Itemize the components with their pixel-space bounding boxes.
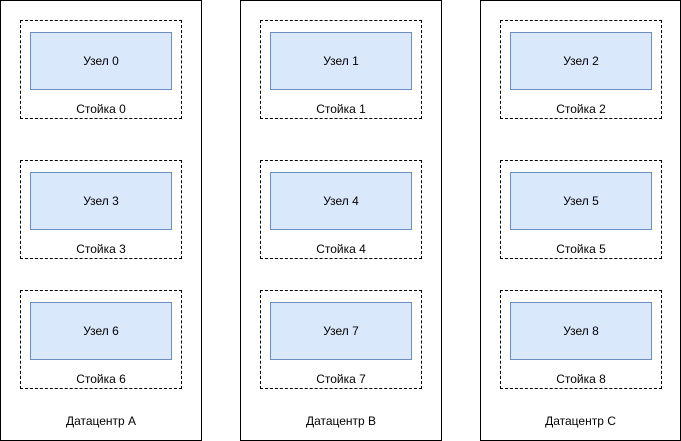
- datacenter-b-box: Узел 1 Стойка 1 Узел 4 Стойка 4 Узел 7 С…: [240, 0, 442, 441]
- node-label: Узел 6: [83, 324, 119, 338]
- node-box-1: Узел 1: [270, 32, 412, 90]
- rack-box-6: Узел 6 Стойка 6: [20, 290, 182, 389]
- node-box-7: Узел 7: [270, 302, 412, 360]
- rack-label: Стойка 1: [316, 102, 366, 116]
- datacenter-a-box: Узел 0 Стойка 0 Узел 3 Стойка 3 Узел 6 С…: [0, 0, 202, 441]
- node-label: Узел 4: [323, 194, 359, 208]
- node-box-5: Узел 5: [510, 172, 652, 230]
- node-box-0: Узел 0: [30, 32, 172, 90]
- rack-label: Стойка 6: [76, 372, 126, 386]
- node-label: Узел 5: [563, 194, 599, 208]
- node-label: Узел 0: [83, 54, 119, 68]
- rack-label: Стойка 8: [556, 372, 606, 386]
- node-box-2: Узел 2: [510, 32, 652, 90]
- rack-label: Стойка 4: [316, 242, 366, 256]
- rack-label: Стойка 3: [76, 242, 126, 256]
- rack-label: Стойка 2: [556, 102, 606, 116]
- rack-box-8: Узел 8 Стойка 8: [500, 290, 662, 389]
- datacenter-label: Датацентр A: [65, 414, 137, 428]
- node-box-6: Узел 6: [30, 302, 172, 360]
- datacenter-label: Датацентр C: [545, 414, 616, 428]
- node-box-4: Узел 4: [270, 172, 412, 230]
- node-box-8: Узел 8: [510, 302, 652, 360]
- node-label: Узел 2: [563, 54, 599, 68]
- node-label: Узел 7: [323, 324, 359, 338]
- rack-box-4: Узел 4 Стойка 4: [260, 160, 422, 259]
- node-label: Узел 1: [323, 54, 359, 68]
- rack-box-7: Узел 7 Стойка 7: [260, 290, 422, 389]
- rack-box-2: Узел 2 Стойка 2: [500, 20, 662, 119]
- node-label: Узел 8: [563, 324, 599, 338]
- rack-box-1: Узел 1 Стойка 1: [260, 20, 422, 119]
- rack-label: Стойка 0: [76, 102, 126, 116]
- rack-label: Стойка 5: [556, 242, 606, 256]
- node-label: Узел 3: [83, 194, 119, 208]
- rack-box-3: Узел 3 Стойка 3: [20, 160, 182, 259]
- datacenter-c-box: Узел 2 Стойка 2 Узел 5 Стойка 5 Узел 8 С…: [480, 0, 681, 441]
- node-box-3: Узел 3: [30, 172, 172, 230]
- rack-box-0: Узел 0 Стойка 0: [20, 20, 182, 119]
- datacenter-label: Датацентр B: [305, 414, 377, 428]
- rack-box-5: Узел 5 Стойка 5: [500, 160, 662, 259]
- rack-label: Стойка 7: [316, 372, 366, 386]
